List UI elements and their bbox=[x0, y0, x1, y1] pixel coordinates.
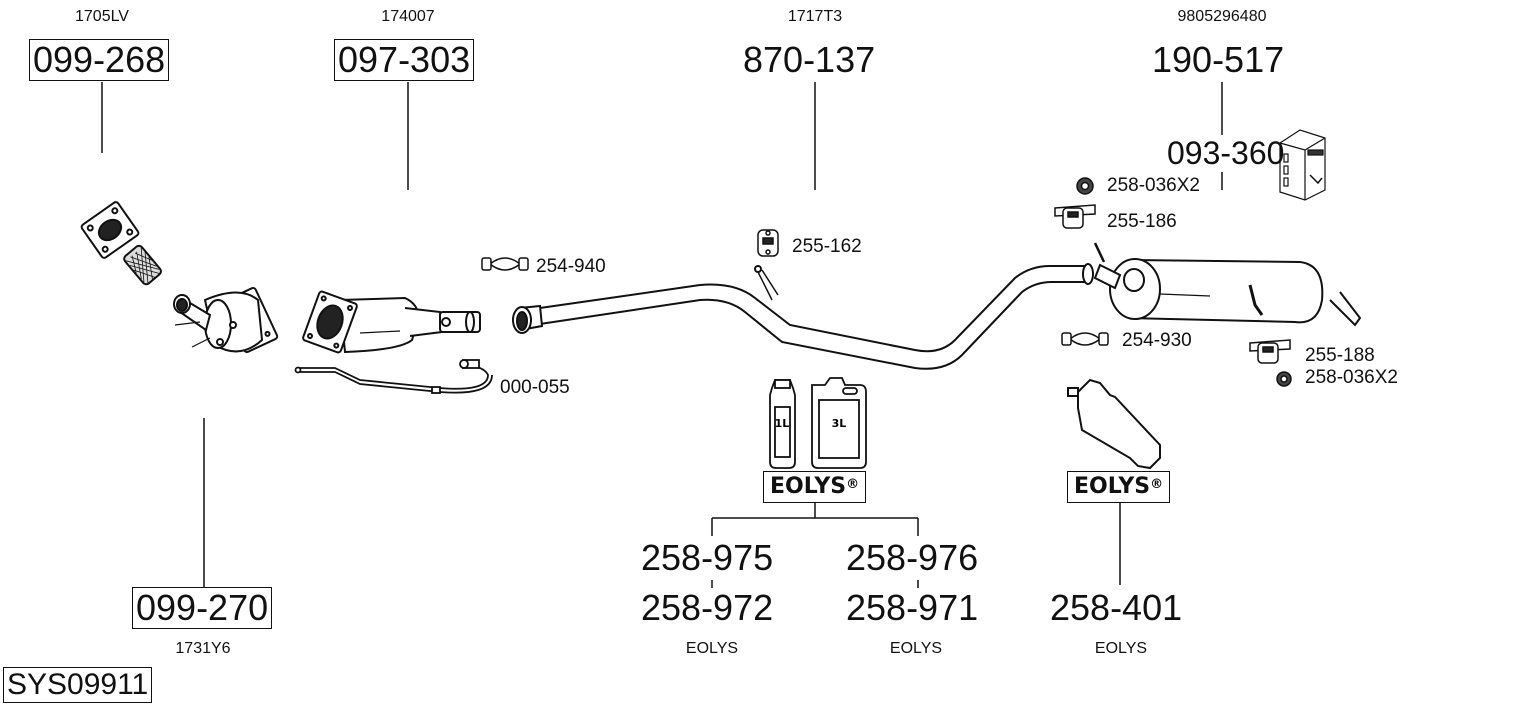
hanger-255-162-illustration bbox=[757, 229, 779, 257]
clamp-254-930-illustration bbox=[1061, 332, 1109, 346]
accessory-hanger-255-162[interactable]: 255-162 bbox=[792, 236, 862, 257]
eolys-brand-label: EOLYS bbox=[1074, 474, 1151, 499]
hanger-255-188-illustration bbox=[1249, 339, 1291, 364]
eolys-brand-box-left: EOLYS® bbox=[763, 471, 867, 503]
nut-top-illustration bbox=[1076, 177, 1094, 195]
bottle-small-label: 1L bbox=[775, 417, 790, 430]
part-number-catalyst[interactable]: 099-270 bbox=[132, 587, 273, 629]
rear-silencer-illustration bbox=[1093, 242, 1362, 327]
centre-pipe-illustration bbox=[512, 263, 1094, 370]
eolys-label-middle: EOLYS bbox=[889, 640, 943, 657]
eolys-part-258-975[interactable]: 258-975 bbox=[641, 537, 774, 578]
eolys-part-258-976[interactable]: 258-976 bbox=[846, 537, 979, 578]
eolys-label-right: EOLYS bbox=[1094, 640, 1148, 657]
oem-ref-dpf: 174007 bbox=[381, 8, 435, 25]
oem-ref-catalyst: 1731Y6 bbox=[175, 640, 231, 657]
eolys-part-258-972[interactable]: 258-972 bbox=[641, 587, 774, 628]
eolys-bottles-illustration bbox=[769, 377, 867, 469]
part-number-front-pipe[interactable]: 099-268 bbox=[29, 39, 170, 81]
fitting-kit-box-illustration bbox=[1279, 129, 1326, 201]
sensor-illustration bbox=[294, 359, 493, 394]
registered-mark: ® bbox=[1150, 477, 1164, 492]
oem-ref-centre-pipe: 1717T3 bbox=[787, 8, 843, 25]
accessory-hanger-255-188[interactable]: 255-188 bbox=[1305, 345, 1375, 366]
bottle-large-label: 3L bbox=[832, 417, 847, 430]
eolys-brand-box-right: EOLYS® bbox=[1067, 471, 1171, 503]
dpf-illustration bbox=[302, 290, 481, 354]
nut-rear-illustration bbox=[1276, 371, 1292, 387]
part-number-sensor[interactable]: 000-055 bbox=[500, 377, 570, 398]
eolys-bag-illustration bbox=[1067, 378, 1161, 470]
eolys-part-258-971[interactable]: 258-971 bbox=[846, 587, 979, 628]
oem-ref-front-pipe: 1705LV bbox=[75, 8, 129, 25]
eolys-part-258-401[interactable]: 258-401 bbox=[1050, 587, 1183, 628]
system-id: SYS09911 bbox=[3, 667, 153, 703]
clamp-254-940-illustration bbox=[481, 257, 529, 271]
eolys-brand-label: EOLYS bbox=[770, 474, 847, 499]
registered-mark: ® bbox=[846, 477, 860, 492]
part-number-rear-silencer[interactable]: 190-517 bbox=[1152, 39, 1285, 80]
accessory-clamp-254-930[interactable]: 254-930 bbox=[1122, 330, 1192, 351]
part-number-centre-pipe[interactable]: 870-137 bbox=[743, 39, 876, 80]
accessory-nut-rear[interactable]: 258-036X2 bbox=[1305, 367, 1398, 388]
accessory-nut-top[interactable]: 258-036X2 bbox=[1107, 175, 1200, 196]
part-number-fitting-kit[interactable]: 093-360 bbox=[1167, 135, 1285, 171]
front-pipe-illustration bbox=[80, 201, 162, 286]
hanger-255-186-illustration bbox=[1054, 204, 1096, 229]
oem-ref-rear-silencer: 9805296480 bbox=[1177, 8, 1267, 25]
part-number-dpf[interactable]: 097-303 bbox=[334, 39, 475, 81]
accessory-clamp-254-940[interactable]: 254-940 bbox=[536, 256, 606, 277]
catalyst-illustration bbox=[173, 287, 279, 353]
accessory-hanger-255-186[interactable]: 255-186 bbox=[1107, 211, 1177, 232]
eolys-label-left: EOLYS bbox=[685, 640, 739, 657]
